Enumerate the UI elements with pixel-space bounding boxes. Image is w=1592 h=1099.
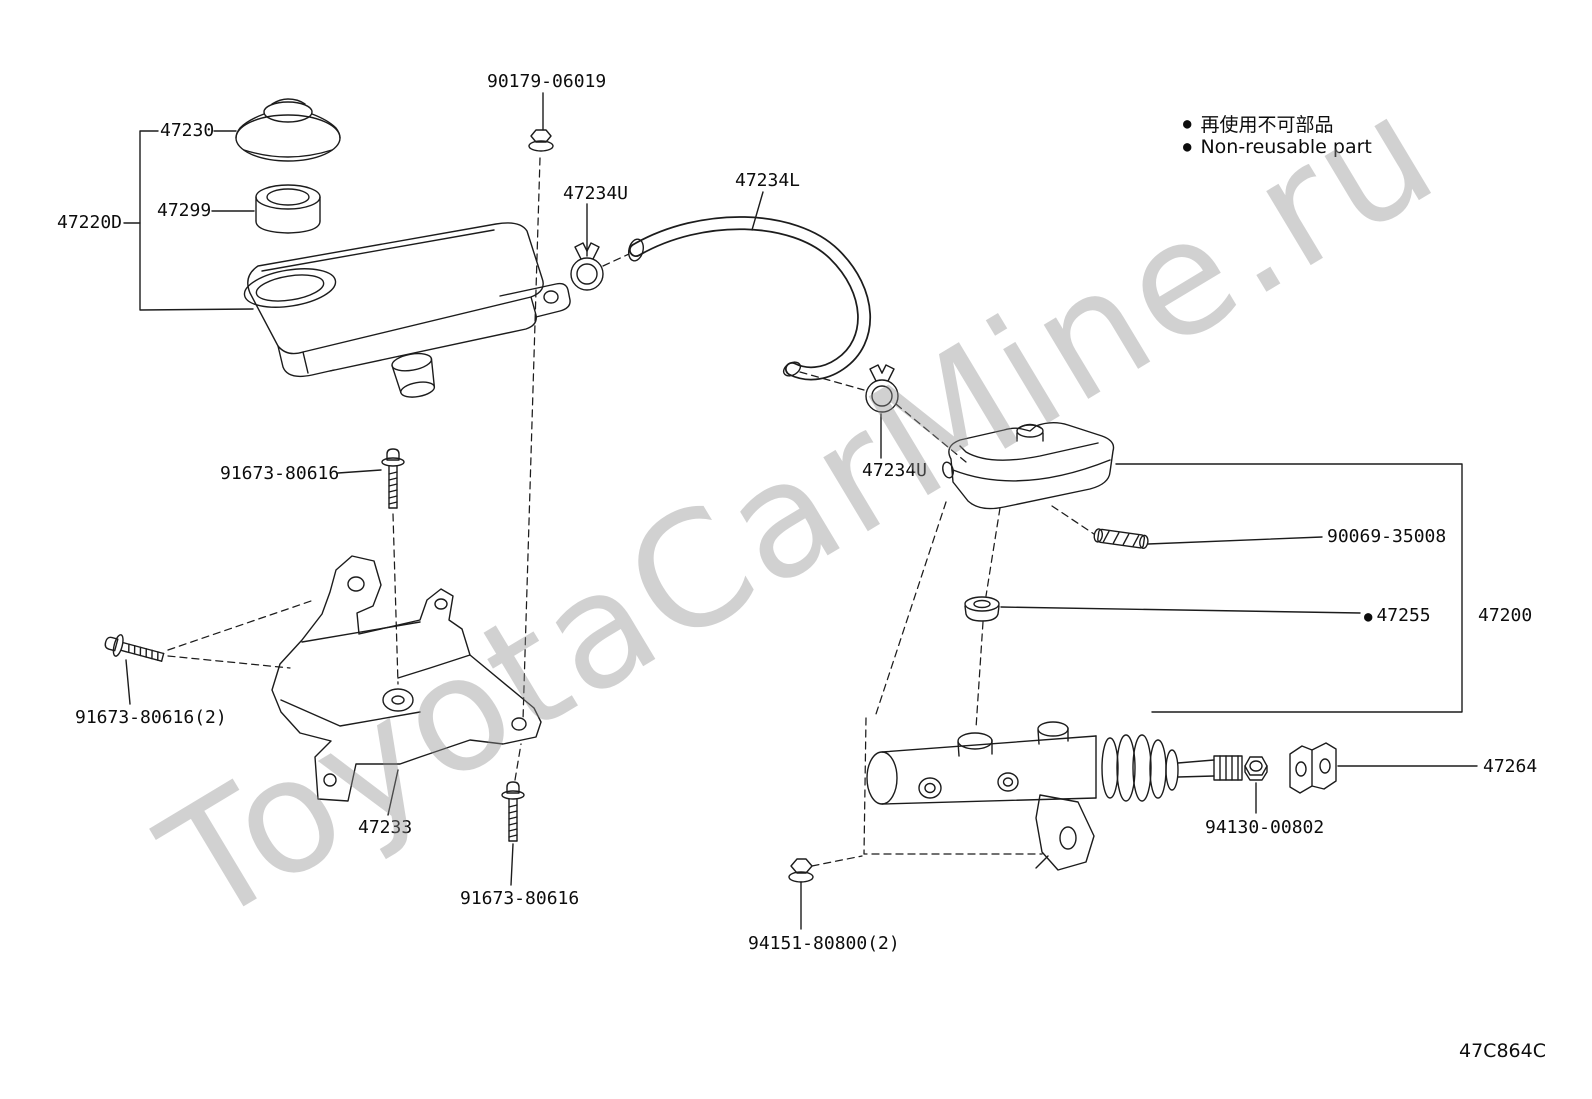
hose-clamp-b-drawing bbox=[865, 364, 899, 413]
leader-lines bbox=[123, 92, 1478, 930]
clamp-47264-drawing bbox=[1289, 742, 1337, 794]
part-label-47230: 47230 bbox=[160, 120, 215, 141]
part-label-47200: 47200 bbox=[1478, 605, 1533, 626]
nut-94151-drawing bbox=[788, 858, 814, 883]
part-label-47234L: 47234L bbox=[735, 170, 801, 191]
part-label-91673-80616-c: 91673-80616 bbox=[460, 888, 580, 909]
part-label-91673-80616-a: 91673-80616 bbox=[220, 463, 340, 484]
hose-drawing bbox=[628, 216, 872, 381]
part-label-47234U-a: 47234U bbox=[563, 183, 629, 204]
bolt-a-drawing bbox=[381, 448, 405, 509]
legend-non-reusable-jp: ● 再使用不可部品 bbox=[1183, 110, 1333, 137]
grommet-drawing bbox=[964, 596, 1000, 622]
legend-text-en: Non-reusable part bbox=[1200, 136, 1372, 158]
part-label-47255: ●47255 bbox=[1364, 605, 1431, 626]
nut-94130-drawing bbox=[1244, 756, 1268, 781]
part-label-47234U-b: 47234U bbox=[862, 460, 928, 481]
non-reusable-bullet-icon: ● bbox=[1364, 609, 1373, 625]
pin-drawing bbox=[1093, 528, 1149, 550]
part-label-90179-06019: 90179-06019 bbox=[487, 71, 607, 92]
dashed-assembly-lines bbox=[167, 157, 1095, 867]
reservoir-cap-drawing bbox=[235, 98, 341, 162]
hose-clamp-a-drawing bbox=[570, 242, 604, 291]
reservoir-tank-drawing bbox=[243, 222, 571, 398]
part-label-47220D: 47220D bbox=[57, 212, 123, 233]
non-reusable-bullet-icon: ● bbox=[1183, 115, 1192, 132]
bolt-b-drawing bbox=[102, 630, 167, 669]
bracket-drawing bbox=[271, 555, 542, 802]
master-cylinder-drawing bbox=[866, 721, 1243, 871]
part-label-47299: 47299 bbox=[157, 200, 212, 221]
legend-text-jp: 再使用不可部品 bbox=[1200, 114, 1334, 136]
sub-reservoir-drawing bbox=[942, 422, 1115, 510]
part-label-47233: 47233 bbox=[358, 817, 413, 838]
part-label-91673-80616-b: 91673-80616(2) bbox=[75, 707, 227, 728]
figure-code: 47C864C bbox=[1459, 1040, 1546, 1062]
legend-non-reusable-en: ● Non-reusable part bbox=[1183, 136, 1372, 158]
part-label-94151-80800: 94151-80800(2) bbox=[748, 933, 900, 954]
nut-90179-drawing bbox=[528, 129, 554, 152]
part-label-90069-35008: 90069-35008 bbox=[1327, 526, 1447, 547]
non-reusable-bullet-icon: ● bbox=[1183, 139, 1192, 155]
part-label-94130-00802: 94130-00802 bbox=[1205, 817, 1325, 838]
part-label-47264: 47264 bbox=[1483, 756, 1538, 777]
bolt-c-drawing bbox=[501, 781, 525, 842]
reservoir-filter-drawing bbox=[255, 184, 321, 234]
